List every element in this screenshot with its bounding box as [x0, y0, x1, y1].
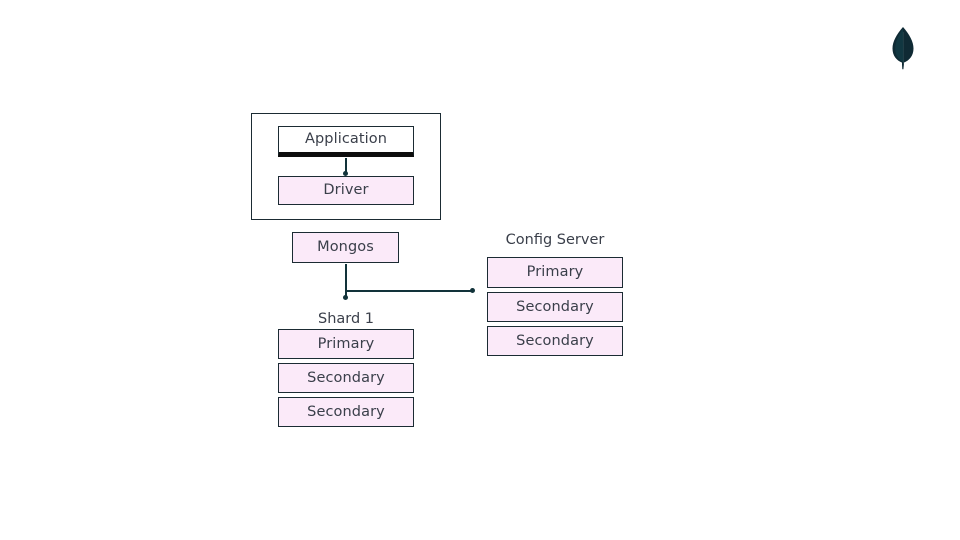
- shard-member-primary[interactable]: Primary: [278, 329, 414, 359]
- connector-dot-shard: [343, 295, 348, 300]
- driver-label: Driver: [323, 182, 369, 199]
- shard-member-secondary-2[interactable]: Secondary: [278, 397, 414, 427]
- config-server-member-primary[interactable]: Primary: [487, 257, 623, 288]
- shard-member-secondary-1-label: Secondary: [307, 369, 385, 386]
- config-server-caption: Config Server: [505, 232, 605, 248]
- connector-dot-configserver: [470, 288, 475, 293]
- config-server-member-secondary-1[interactable]: Secondary: [487, 292, 623, 322]
- shard-caption: Shard 1: [317, 311, 375, 327]
- shard-member-secondary-1[interactable]: Secondary: [278, 363, 414, 393]
- application-box[interactable]: Application: [278, 126, 414, 157]
- shard-member-primary-label: Primary: [317, 335, 375, 352]
- mongos-box[interactable]: Mongos: [292, 232, 399, 263]
- application-label: Application: [304, 131, 388, 148]
- connector-dot-driver: [343, 171, 348, 176]
- shard-member-secondary-2-label: Secondary: [307, 403, 385, 420]
- driver-box[interactable]: Driver: [278, 176, 414, 205]
- config-server-member-secondary-2-label: Secondary: [516, 332, 594, 349]
- connector-mongos-shard: [345, 264, 347, 298]
- config-server-member-secondary-2[interactable]: Secondary: [487, 326, 623, 356]
- connector-application-driver: [345, 158, 347, 174]
- connector-mongos-configserver: [345, 290, 474, 292]
- config-server-member-secondary-1-label: Secondary: [516, 298, 594, 315]
- config-server-member-primary-label: Primary: [526, 264, 584, 281]
- mongos-label: Mongos: [317, 239, 374, 256]
- mongodb-leaf-logo: [887, 26, 919, 70]
